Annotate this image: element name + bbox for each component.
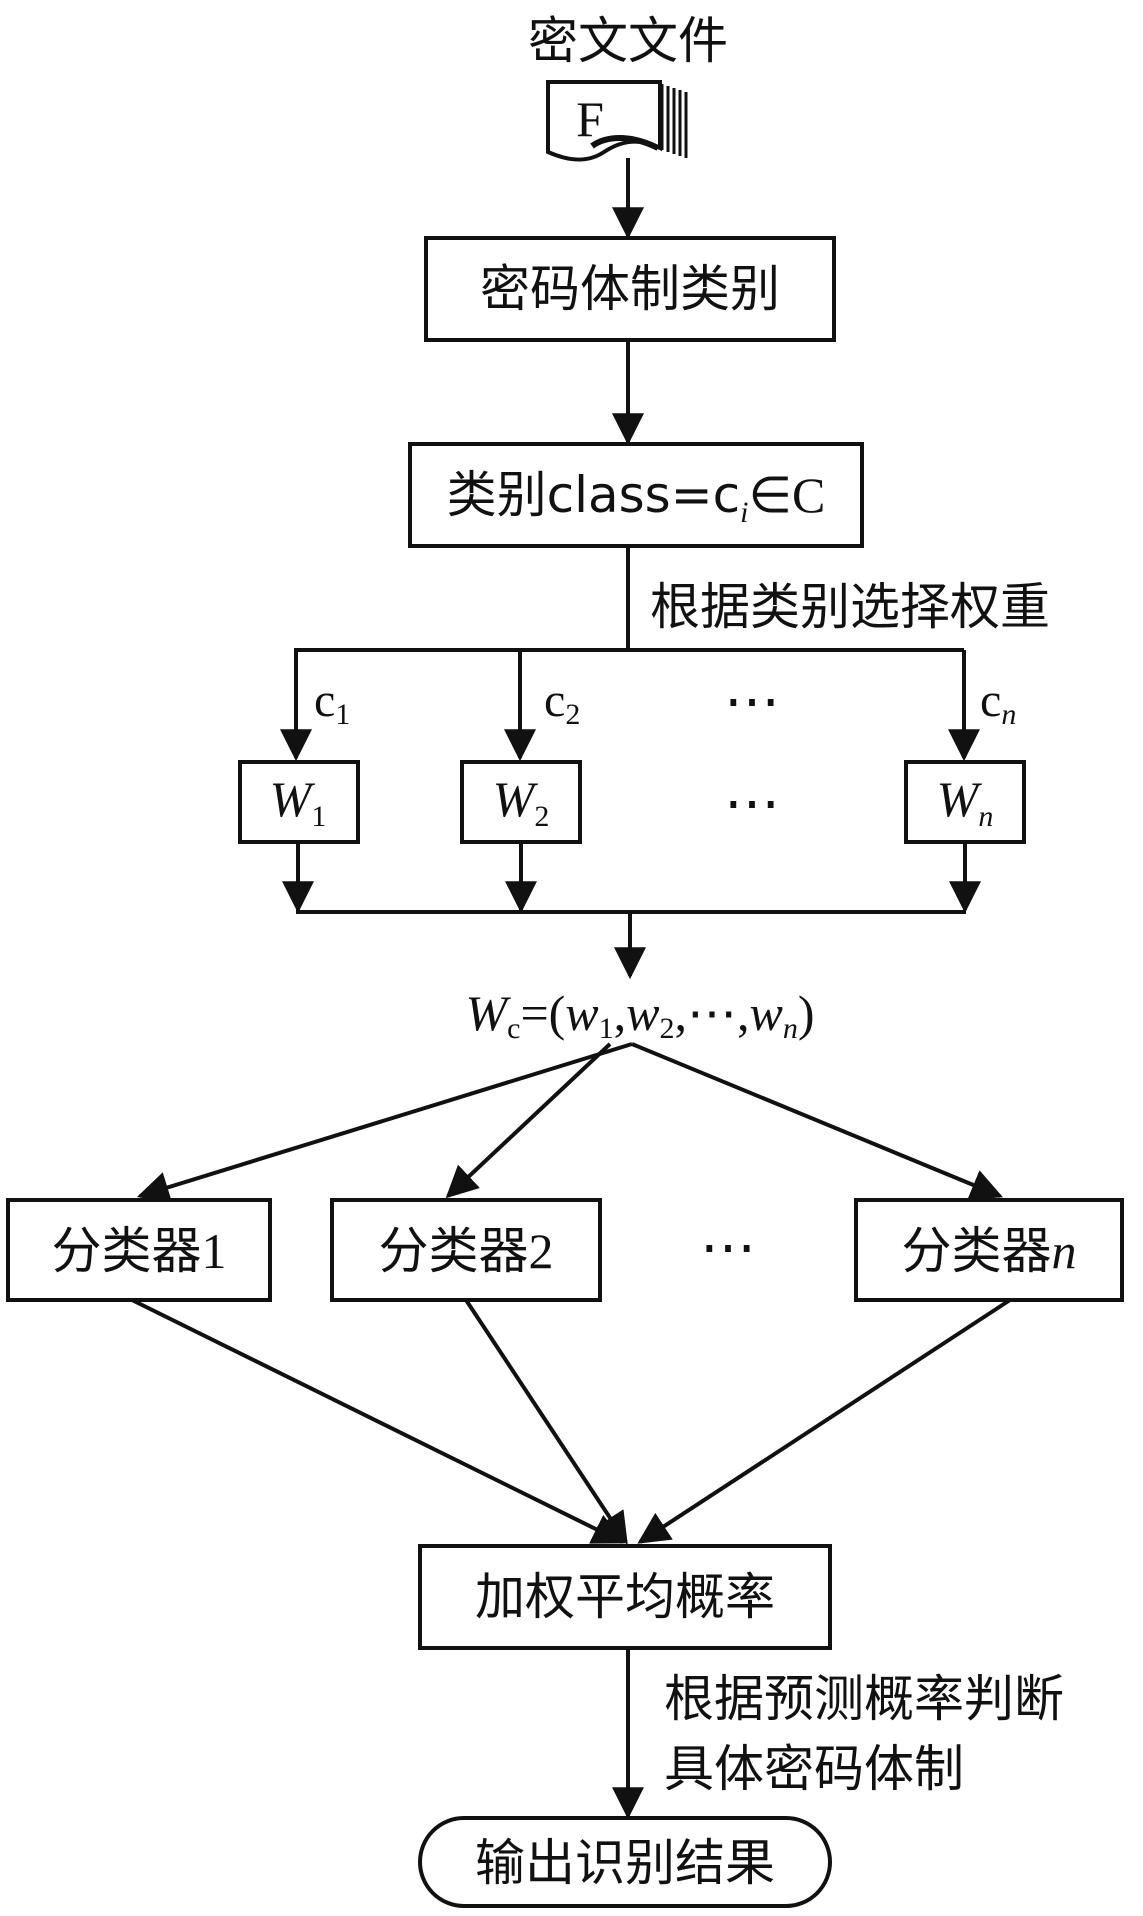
branch-label-n: cn [980, 674, 1016, 731]
document-icon-letter: F [576, 91, 604, 147]
weighted-average-label: 加权平均概率 [475, 1568, 775, 1626]
arrow-to-classifier-n [631, 1042, 1003, 1200]
document-icon: F [546, 80, 688, 162]
weight-ellipsis: ⋯ [724, 773, 780, 835]
arrow-classifier-1-to-avg [131, 1298, 625, 1544]
classifier-label-n: 分类器n [902, 1222, 1077, 1280]
weight-vector: Wc=(w1,w2,⋯,wn) [465, 985, 814, 1045]
weight-label-2: W2 [493, 771, 550, 833]
classifier-box-1 [6, 1198, 272, 1302]
classifier-box-2 [330, 1198, 602, 1302]
classifier-ellipsis: ⋯ [700, 1217, 756, 1279]
branch-label-1: c1 [314, 674, 350, 731]
branch-label-2: c2 [544, 674, 580, 731]
crypto-category-label: 密码体制类别 [480, 260, 780, 318]
classifier-label-1: 分类器1 [52, 1222, 227, 1280]
branch-label-ellipsis: ⋯ [724, 671, 780, 733]
weight-label-n: Wn [937, 771, 994, 833]
arrow-classifier-n-to-avg [637, 1298, 1012, 1544]
arrow-to-classifier-2 [445, 1042, 612, 1199]
judge-label-line1: 根据预测概率判断 [664, 1670, 1064, 1728]
classifier-box-n [854, 1198, 1124, 1302]
select-weights-label: 根据类别选择权重 [650, 578, 1050, 636]
output-box [418, 1816, 832, 1908]
class-box [408, 442, 864, 548]
arrow-classifier-2-to-avg [464, 1298, 628, 1545]
weight-label-1: W1 [270, 771, 327, 833]
weight-box-2 [460, 760, 582, 844]
output-label: 输出识别结果 [475, 1834, 775, 1892]
classifier-label-2: 分类器2 [379, 1222, 554, 1280]
weighted-average-box [418, 1544, 832, 1650]
judge-label-line2: 具体密码体制 [664, 1740, 964, 1798]
file-title: 密文文件 [528, 12, 728, 70]
class-label: 类别class=ci∈C [447, 466, 826, 529]
arrow-to-classifier-1 [136, 1042, 633, 1203]
weight-box-n [904, 760, 1026, 844]
